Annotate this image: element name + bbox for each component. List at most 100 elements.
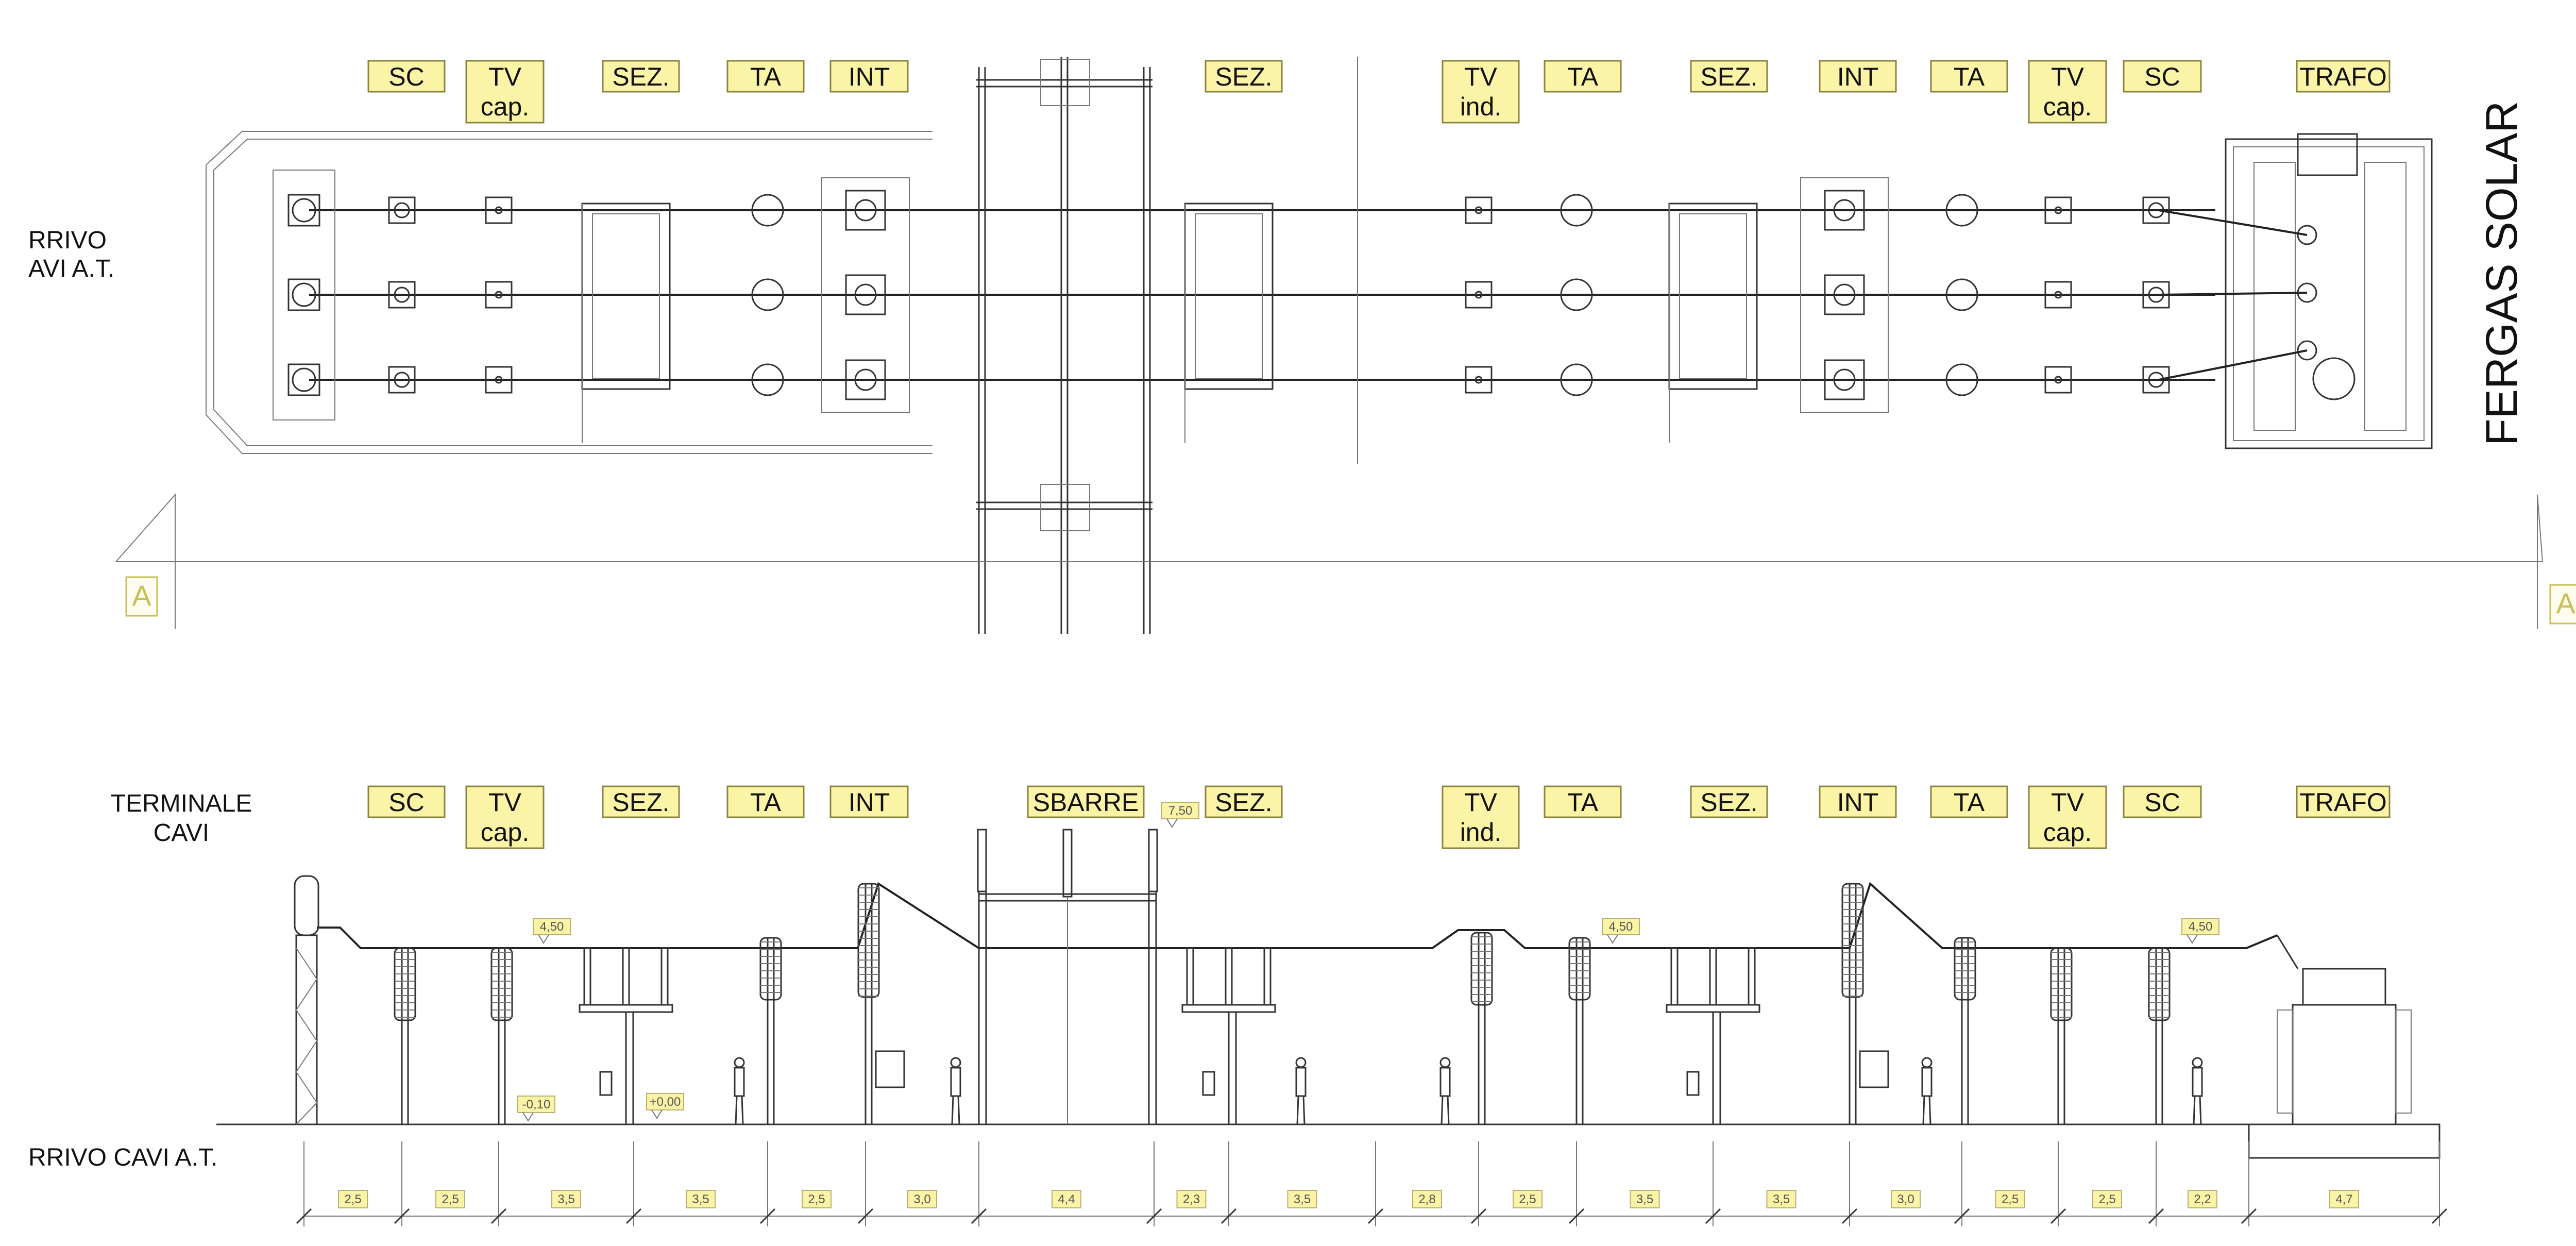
plan-tag-label: SC: [2144, 62, 2180, 91]
plan-tag-3: TA: [726, 60, 805, 93]
section-marker-right: A: [2549, 584, 2576, 625]
dimension-1: 2,5: [435, 1190, 465, 1208]
plan-arrival-label-1: RRIVO: [28, 227, 107, 254]
plan-disconnector-0: [581, 203, 671, 443]
dimension-value: 2,5: [2098, 1192, 2115, 1206]
elevation-apparatus-7: [1954, 937, 1976, 1124]
terminal-label-1: TERMINALE: [111, 790, 252, 817]
plan-disconnector-1: [1184, 203, 1274, 443]
plan-apparatus-4: [1560, 363, 1593, 396]
plan-tag-label: INT: [1837, 62, 1879, 91]
elevation-apparatus-2: [759, 937, 782, 1124]
cable-trench-outline: [206, 131, 933, 454]
dimension-value: 4,7: [2335, 1192, 2352, 1206]
dimension-value: 2,5: [808, 1192, 825, 1206]
plan-tag-label: TA: [750, 62, 782, 91]
elevation-tag-sublabel: cap.: [2043, 818, 2092, 847]
cable-terminals-plan: [273, 170, 335, 420]
dimension-17: 4,7: [2329, 1190, 2359, 1208]
elevation-tag-10: INT: [1819, 785, 1897, 818]
elevation-apparatus-1: [490, 947, 513, 1124]
dimension-value: 3,5: [1636, 1192, 1653, 1206]
dimension-value: 2,5: [1519, 1192, 1536, 1206]
level-value: 7,50: [1168, 804, 1193, 818]
level-value: 4,50: [540, 920, 564, 934]
level-value: +0,00: [650, 1095, 681, 1109]
section-line-a: [115, 493, 2543, 629]
elevation-tag-13: SC: [2123, 785, 2202, 818]
plan-equipment-symbols: [388, 177, 2170, 443]
plan-apparatus-6: [2044, 196, 2072, 224]
plan-breaker-0: [821, 177, 910, 413]
person-figure-1: [950, 1057, 961, 1125]
elevation-tag-label: TV: [2051, 788, 2084, 817]
dimension-value: 3,5: [1294, 1192, 1311, 1206]
plan-apparatus-1: [485, 366, 513, 394]
level-marker-0: 4,50: [533, 918, 571, 944]
plan-tag-7: TA: [1544, 60, 1622, 93]
dimension-value: 3,5: [1773, 1192, 1790, 1206]
dimension-9: 2,8: [1412, 1190, 1442, 1208]
plan-tag-label: SEZ.: [1700, 62, 1757, 91]
elevation-tag-6: SEZ.: [1205, 785, 1283, 818]
dimension-11: 3,5: [1630, 1190, 1660, 1208]
elevation-disconnector-2: [1666, 947, 1760, 1124]
plan-arrival-label-2: AVI A.T.: [28, 255, 114, 282]
elevation-apparatus-6: [1841, 883, 1889, 1124]
dimension-4: 2,5: [802, 1190, 832, 1208]
plan-apparatus-0: [388, 196, 416, 224]
elevation-apparatus-9: [2148, 947, 2171, 1124]
elevation-tag-label: TV: [1464, 788, 1498, 817]
plan-apparatus-5: [1945, 278, 1978, 311]
plan-tag-12: SC: [2123, 60, 2202, 93]
plan-apparatus-6: [2044, 281, 2072, 309]
elevation-tag-4: INT: [829, 785, 909, 818]
plan-apparatus-0: [388, 281, 416, 309]
dimension-value: 2,2: [2194, 1192, 2211, 1206]
elevation-tag-label: TA: [1954, 788, 1985, 817]
dimension-value: 2,5: [2002, 1192, 2019, 1206]
overhead-conductor: [317, 882, 2278, 949]
elevation-tag-11: TA: [1930, 785, 2008, 818]
svg-text:A: A: [132, 579, 151, 612]
level-marker-4: -0,10: [517, 1096, 555, 1122]
plan-apparatus-2: [751, 194, 784, 227]
elevation-tag-label: SC: [2144, 788, 2180, 817]
busbar-portal-plan: [976, 57, 1153, 634]
plan-tag-13: TRAFO: [2296, 60, 2391, 93]
plan-tag-10: TA: [1930, 60, 2008, 93]
plan-tag-sublabel: cap.: [2043, 92, 2092, 121]
plan-tag-2: SEZ.: [602, 60, 680, 93]
elevation-view: 4,50 7,50 4,50 4,50 -0,10 +0,00 2,5 2,5 3,5 3,5 2…: [28, 785, 2448, 1226]
elevation-tag-0: SC: [367, 785, 446, 818]
elevation-tag-label: INT: [849, 788, 890, 817]
level-marker-3: 4,50: [2181, 918, 2219, 944]
plan-apparatus-2: [751, 278, 784, 311]
dimension-2: 3,5: [551, 1190, 581, 1208]
plan-view: A A RRIVO AVI A.T. FERGAS SOLAR SC TVcap.…: [28, 57, 2576, 634]
plan-apparatus-0: [388, 366, 416, 394]
fergas-solar-title: FERGAS SOLAR: [2477, 101, 2527, 446]
cable-terminal-elevation: [294, 875, 319, 1125]
transformer-plan: [2158, 133, 2433, 449]
elevation-tag-5: SBARRE: [1027, 785, 1145, 818]
elevation-tag-label: SBARRE: [1033, 788, 1139, 817]
terminal-label-2: CAVI: [154, 819, 209, 847]
plan-apparatus-3: [1465, 366, 1493, 394]
dimension-3: 3,5: [686, 1190, 716, 1208]
person-figure-2: [1295, 1057, 1307, 1125]
elevation-tag-sublabel: cap.: [481, 818, 530, 847]
svg-text:A: A: [2556, 587, 2575, 619]
person-figure-3: [1439, 1057, 1451, 1125]
elevation-apparatus-8: [2050, 947, 2073, 1124]
level-value: 4,50: [1609, 920, 1633, 934]
dimension-value: 2,8: [1418, 1192, 1435, 1206]
elevation-tag-label: TA: [1567, 788, 1599, 817]
elevation-tag-label: TA: [750, 788, 782, 817]
